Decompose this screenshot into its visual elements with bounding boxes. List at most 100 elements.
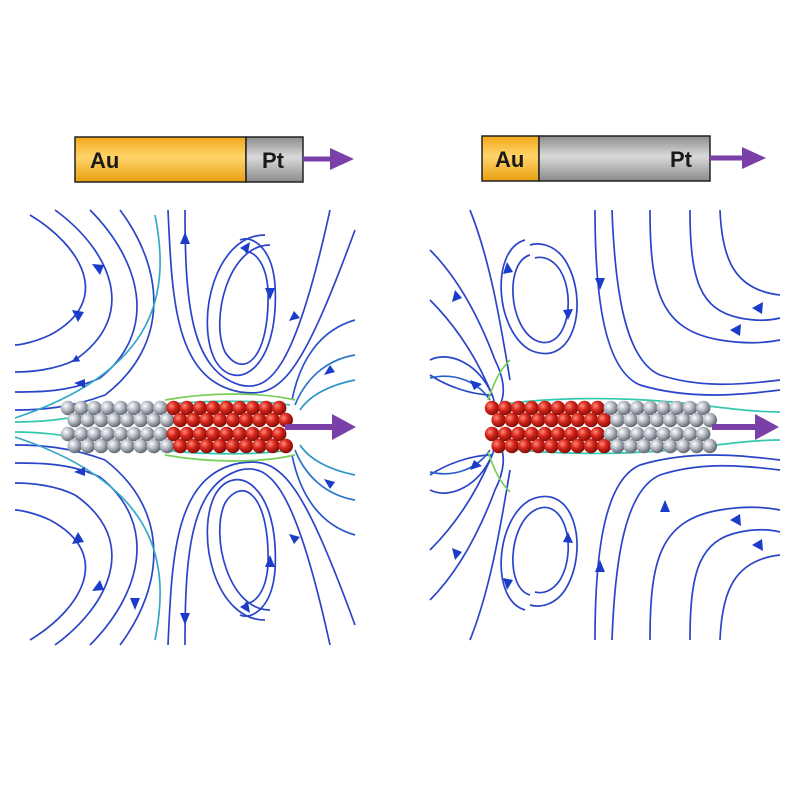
- atom-gray: [107, 412, 122, 428]
- atom-red: [206, 400, 221, 416]
- streamlines-left: [14, 209, 356, 646]
- atom-red: [511, 400, 526, 416]
- atom-red: [537, 426, 552, 442]
- atom-gray: [133, 438, 148, 454]
- atom-gray: [696, 400, 711, 416]
- atom-gray: [682, 426, 698, 442]
- flow-arrowheads-left: [72, 232, 335, 625]
- motion-arrow-particles-right: [712, 414, 779, 440]
- atom-red: [531, 412, 546, 428]
- atom-gray: [643, 400, 658, 416]
- atom-red: [531, 438, 546, 454]
- au-segment-right: [481, 135, 540, 182]
- atom-red: [212, 438, 227, 454]
- atom-red: [498, 400, 513, 416]
- pt-segment-right: [538, 135, 711, 182]
- atom-red: [544, 412, 559, 428]
- atom-gray: [140, 400, 155, 416]
- atom-red: [219, 426, 234, 442]
- atom-gray: [656, 400, 671, 416]
- atom-red: [265, 412, 280, 428]
- atom-red: [517, 438, 533, 454]
- pt-segment-left: [245, 136, 304, 183]
- motion-arrow-rod-left: [303, 148, 354, 170]
- atom-gray: [656, 426, 671, 442]
- atom-red: [272, 426, 287, 442]
- atom-gray: [689, 412, 704, 428]
- atom-red: [239, 438, 254, 454]
- atom-red: [504, 412, 519, 428]
- atom-red: [219, 400, 234, 416]
- rod-schematic-right: Au Pt: [481, 135, 766, 182]
- atom-gray: [159, 412, 175, 428]
- atom-red: [557, 438, 572, 454]
- atom-gray: [669, 426, 684, 442]
- atom-gray: [643, 426, 658, 442]
- atom-gray: [682, 400, 698, 416]
- pt-label-right: Pt: [670, 147, 693, 172]
- atom-gray: [93, 412, 109, 428]
- atom-gray: [676, 438, 691, 454]
- left-panel: Au Pt: [14, 136, 356, 646]
- atom-gray: [610, 438, 625, 454]
- au-label-right: Au: [495, 147, 524, 172]
- atom-gray: [702, 412, 717, 428]
- atom-gray: [610, 412, 625, 428]
- atom-gray: [67, 438, 82, 454]
- atom-gray: [87, 426, 102, 442]
- atom-red: [524, 400, 539, 416]
- atom-gray: [603, 426, 618, 442]
- atom-gray: [696, 426, 711, 442]
- atom-red: [517, 412, 533, 428]
- atom-red: [278, 412, 293, 428]
- atom-red: [524, 426, 539, 442]
- atom-red: [597, 438, 612, 454]
- atom-gray: [663, 438, 678, 454]
- atom-gray: [120, 438, 135, 454]
- atom-red: [583, 438, 599, 454]
- atom-gray: [87, 400, 102, 416]
- atom-gray: [80, 438, 96, 454]
- atom-red: [179, 426, 194, 442]
- atom-red: [564, 426, 579, 442]
- atom-red: [484, 400, 500, 416]
- atom-red: [272, 400, 287, 416]
- atom-red: [186, 438, 201, 454]
- atom-red: [550, 400, 566, 416]
- atom-red: [245, 426, 260, 442]
- atom-red: [590, 400, 605, 416]
- atom-gray: [107, 438, 122, 454]
- au-label-left: Au: [90, 148, 119, 173]
- atom-gray: [630, 426, 645, 442]
- atom-red: [484, 426, 500, 442]
- atom-gray: [100, 400, 115, 416]
- atom-red: [278, 438, 293, 454]
- atom-gray: [67, 412, 82, 428]
- atom-gray: [140, 426, 155, 442]
- au-segment-left: [74, 136, 247, 183]
- atom-red: [192, 426, 208, 442]
- atom-gray: [603, 400, 618, 416]
- atom-gray: [60, 426, 76, 442]
- atom-gray: [113, 426, 128, 442]
- atom-red: [245, 400, 260, 416]
- atom-red: [206, 426, 221, 442]
- atom-gray: [153, 400, 168, 416]
- atom-gray: [126, 426, 142, 442]
- atom-gray: [74, 426, 89, 442]
- atom-gray: [100, 426, 115, 442]
- atom-red: [212, 412, 227, 428]
- right-panel: Au Pt: [429, 135, 781, 641]
- atom-red: [498, 426, 513, 442]
- atom-red: [491, 412, 506, 428]
- atom-gray: [623, 412, 638, 428]
- atom-red: [570, 412, 585, 428]
- atom-red: [173, 412, 188, 428]
- atom-gray: [630, 400, 645, 416]
- atom-gray: [80, 412, 96, 428]
- atom-gray: [93, 438, 109, 454]
- atom-red: [232, 426, 247, 442]
- atom-red: [570, 438, 585, 454]
- atom-red: [199, 438, 214, 454]
- atom-gray: [636, 438, 651, 454]
